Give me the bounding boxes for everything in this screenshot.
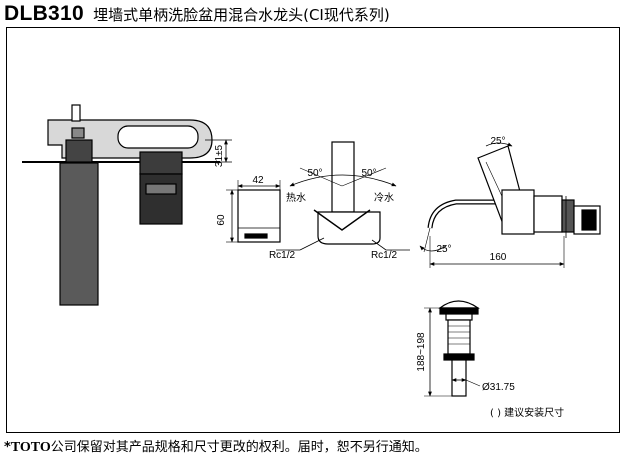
product-name: 埋墙式单柄洗脸盆用混合水龙头(CI现代系列): [93, 6, 390, 24]
front-valve-body: [317, 211, 381, 245]
angle-right-label: 50°: [361, 168, 376, 179]
valve-band: [145, 183, 177, 195]
dim-160-label: 160: [490, 252, 507, 263]
lever-stub: [71, 104, 81, 122]
footer-asterisk: *: [4, 440, 11, 455]
install-note: ( ) 建议安装尺寸: [490, 406, 564, 419]
valve-body-top: [139, 151, 183, 175]
cold-water-label: 冷水: [374, 191, 394, 204]
drain-tailpipe: [451, 359, 467, 397]
side-view: [22, 104, 232, 306]
dim-diameter-label: Ø31.75: [482, 382, 515, 393]
drain-view: [424, 300, 481, 397]
valve-body: [139, 173, 183, 225]
dim-188-label: 188~198: [416, 332, 427, 372]
handle-column: [331, 141, 355, 213]
drain-cap: [438, 300, 480, 309]
elevation-body: [501, 189, 535, 235]
escutcheon: [237, 189, 281, 243]
drain-body: [447, 319, 471, 355]
wall-body: [59, 162, 99, 306]
footer-brand: TOTO: [10, 440, 51, 455]
elevation-view: [419, 142, 601, 268]
angle-bottom-label: 25°: [436, 244, 451, 255]
rc-left-label: Rc1/2: [269, 250, 296, 261]
drawing-frame: [6, 27, 620, 433]
model-number: DLB310: [4, 2, 84, 25]
cartridge-cap: [71, 127, 85, 139]
dim-31-label: 31±5: [214, 144, 225, 167]
front-view: [226, 141, 410, 251]
dim-60-label: 60: [216, 214, 227, 226]
page-title: DLB310 埋墙式单柄洗脸盆用混合水龙头(CI现代系列): [4, 2, 390, 28]
dim-42-label: 42: [252, 175, 264, 186]
footer-text: 公司保留对其产品规格和尺寸更改的权利。届时，恕不另行通知。: [50, 440, 428, 455]
hot-water-label: 热水: [286, 191, 306, 204]
disclaimer-footer: *TOTO公司保留对其产品规格和尺寸更改的权利。届时，恕不另行通知。: [4, 436, 428, 456]
angle-top-label: 25°: [490, 136, 505, 147]
outlet-left: [65, 139, 93, 163]
spout-handle: [117, 125, 199, 149]
angle-left-label: 50°: [307, 168, 322, 179]
rc-right-label: Rc1/2: [371, 250, 398, 261]
